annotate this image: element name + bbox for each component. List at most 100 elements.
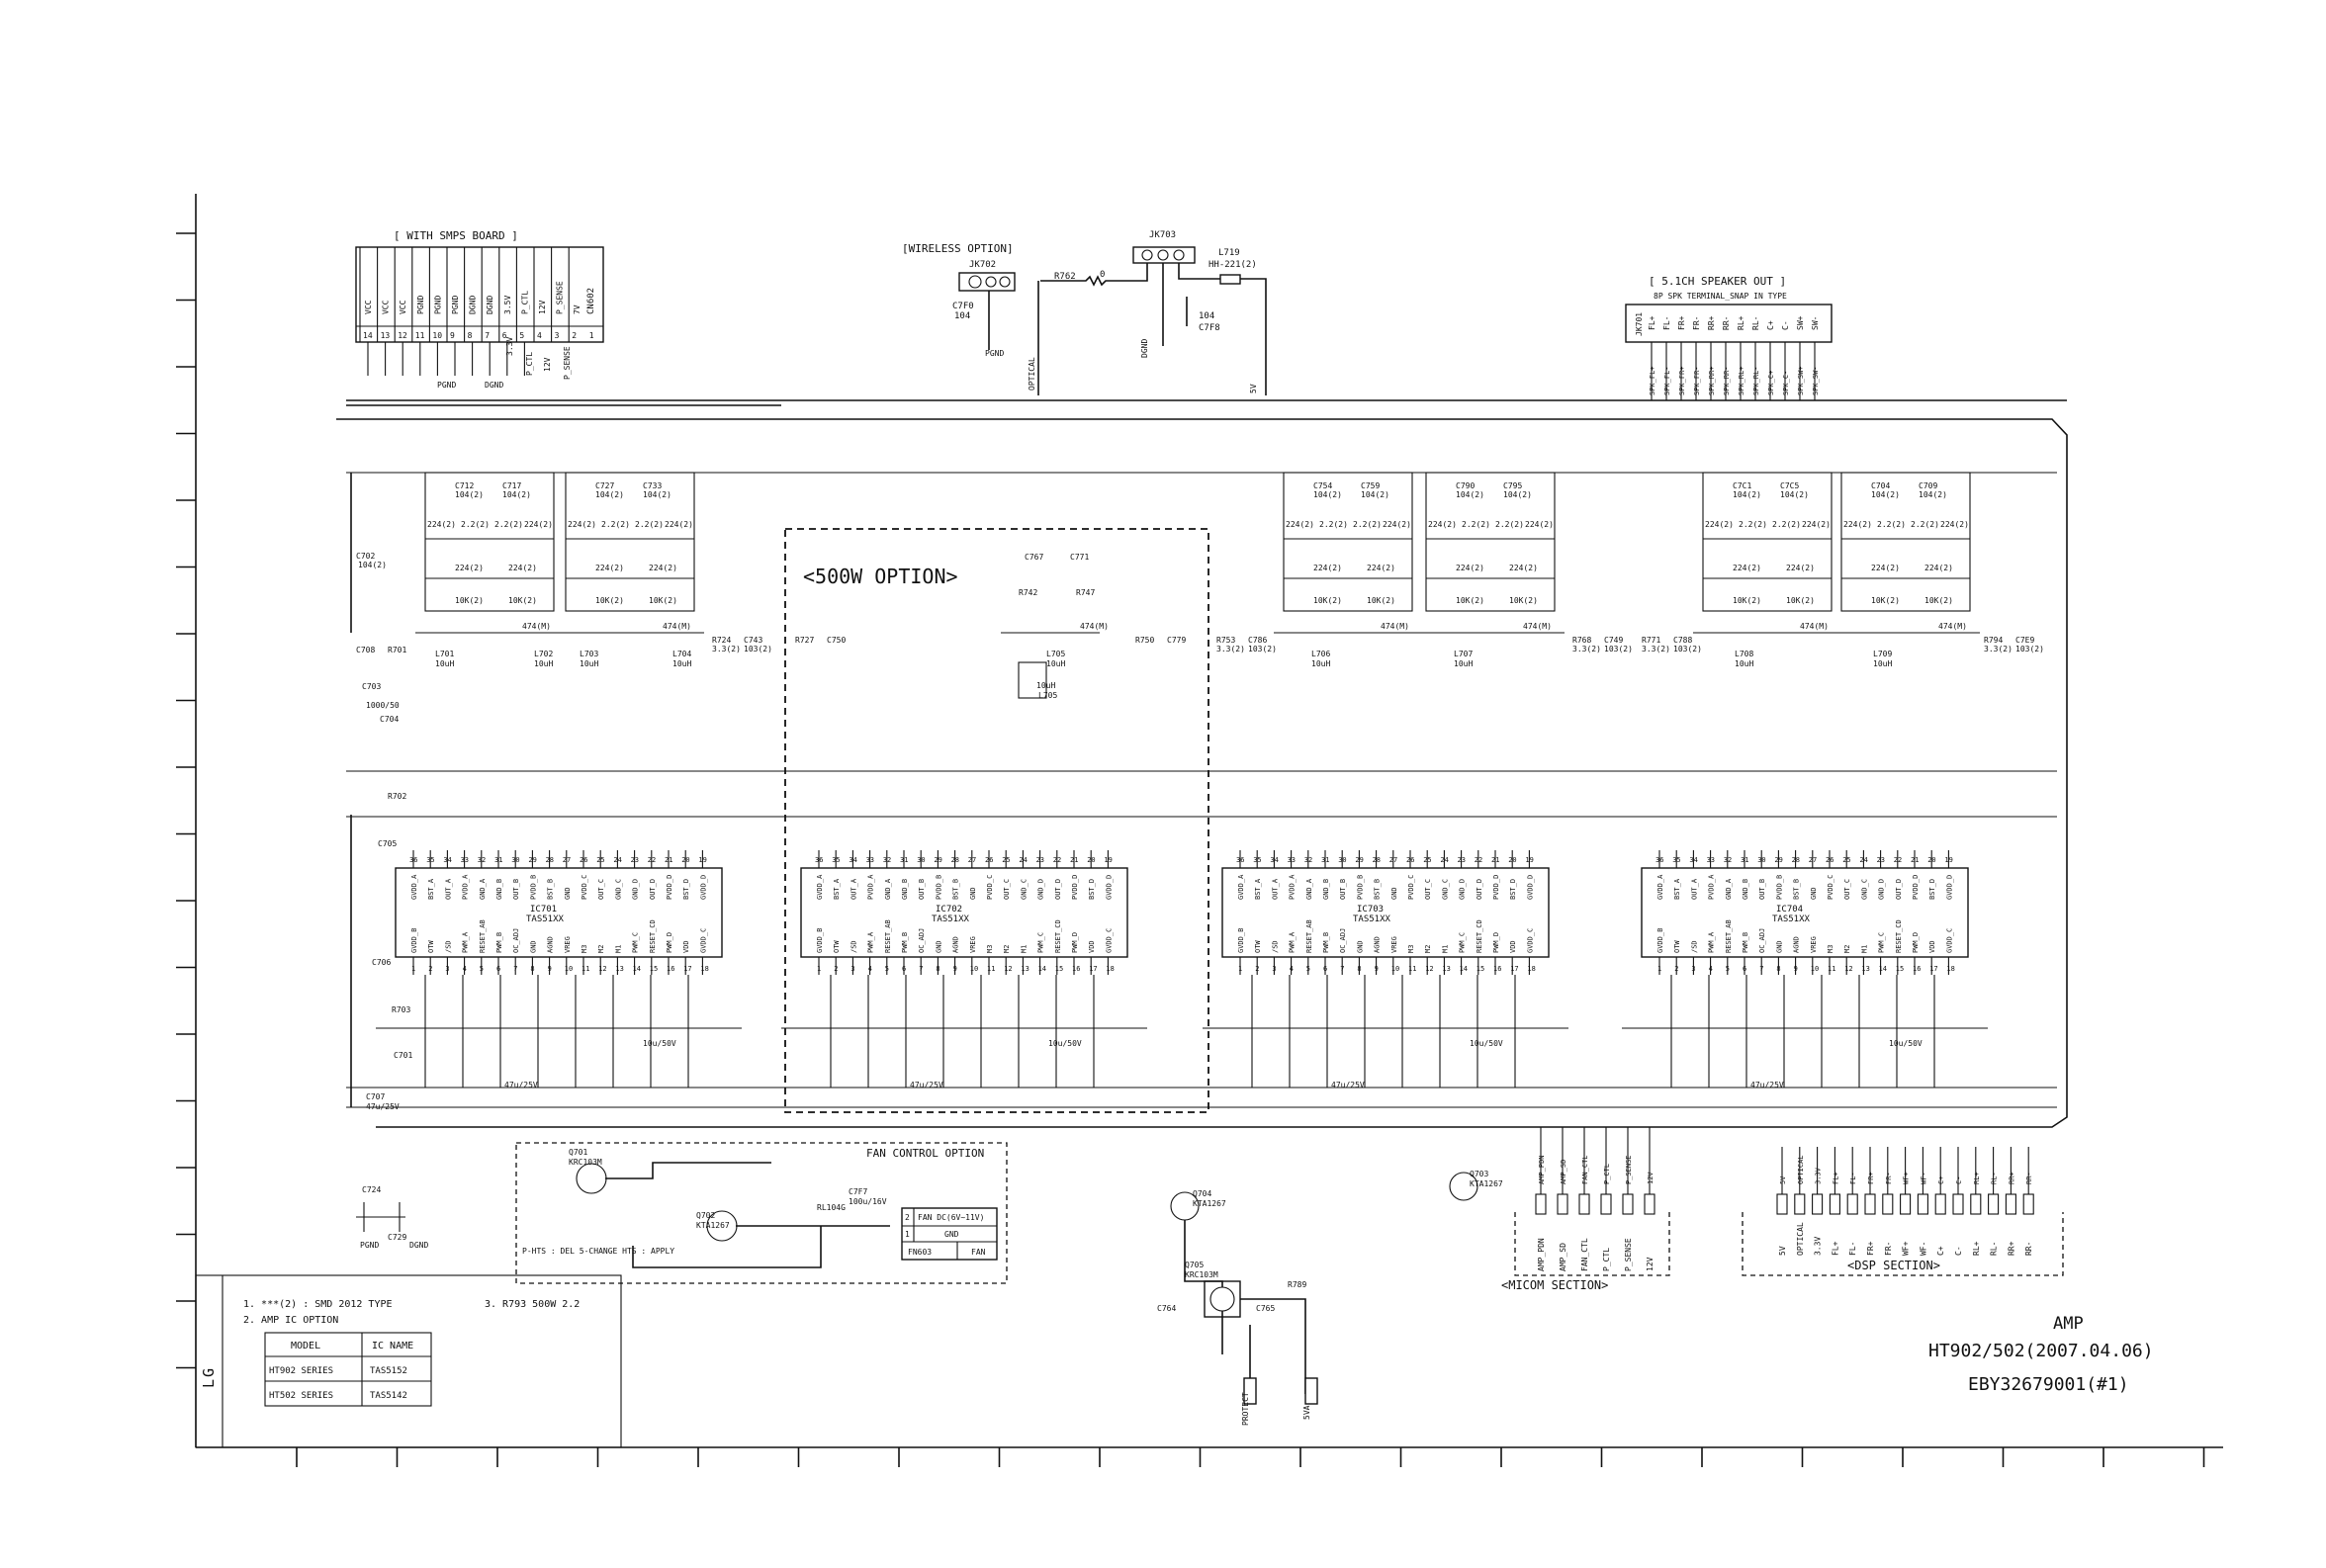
ic-pin-name: OUT_C: [1843, 879, 1851, 900]
ic-pin-number: 33: [866, 856, 874, 864]
smps-pin-number: 10: [432, 331, 442, 340]
cap-474: 474(M): [663, 622, 691, 631]
ic-pin-number: 7: [919, 965, 923, 973]
micom-pin-name: P_SENSE: [1624, 1238, 1633, 1271]
ic-part: TAS51XX: [1772, 915, 1811, 924]
ic-pin-name: AGND: [952, 936, 960, 953]
c7f7-val: 100u/16V: [849, 1197, 887, 1206]
inductor-label: L706: [1311, 650, 1330, 658]
micom-pad: [1578, 1193, 1590, 1215]
ic-pin-name: PVDD_D: [1071, 875, 1079, 900]
ic-pin-name: /SD: [444, 940, 452, 953]
ic-pin-name: GND_C: [614, 879, 622, 900]
speaker-terminal-label: 8P SPK TERMINAL_SNAP IN TYPE: [1654, 292, 1787, 301]
micom-pin-name: FAN_CTL: [1580, 1238, 1589, 1271]
dsp-net-name: C+: [1937, 1176, 1945, 1184]
ic-pin-number: 15: [1896, 965, 1904, 973]
inductor-label: L704: [672, 650, 691, 658]
ic-pin-name: GVDD_B: [410, 928, 418, 953]
res-value: 2.2(2): [1462, 520, 1490, 529]
notes-block: LG 1. ***(2) : SMD 2012 TYPE 2. AMP IC O…: [195, 1274, 622, 1448]
ic-pin-name: OUT_D: [1054, 879, 1062, 900]
speaker-pin-name: FR-: [1692, 316, 1701, 330]
c707-val: 47u/25V: [366, 1102, 400, 1111]
ic-pin-name: OUT_D: [1476, 879, 1483, 900]
cap-label: C786: [1248, 636, 1267, 645]
ic-pin-number: 25: [1423, 856, 1431, 864]
ic-pin-number: 3: [850, 965, 854, 973]
cap-value: 224(2): [524, 520, 553, 529]
filter-outline: [1840, 472, 1971, 612]
speaker-net-name: SPK_RR+: [1708, 366, 1716, 395]
ic-pin-number: 27: [563, 856, 571, 864]
ic-pin-number: 13: [615, 965, 623, 973]
ic-pin-name: PVDD_D: [666, 875, 673, 900]
ic-pin-name: VREG: [1810, 936, 1818, 953]
cap-label: C749: [1604, 636, 1623, 645]
cap-label: C7E9: [2015, 636, 2034, 645]
cap-value: 103(2): [1673, 645, 1702, 653]
cap-value: 224(2): [1705, 520, 1734, 529]
ic-body: [1641, 867, 1969, 958]
ic-pin-name: GVDD_A: [816, 874, 824, 900]
pgnd-label-w: PGND: [985, 349, 1004, 358]
ic-pin-name: PWM_C: [1878, 932, 1886, 953]
res-value: 2.2(2): [1739, 520, 1767, 529]
smps-pin-name: DGND: [469, 296, 478, 314]
res-value: 2.2(2): [1877, 520, 1906, 529]
ic-pin-number: 6: [496, 965, 500, 973]
ic-pin-number: 2: [1674, 965, 1678, 973]
amp-ic: IC704TAS51XXGVDD_A36BST_A35OUT_A34PVDD_A…: [1622, 816, 1988, 1089]
res-value: 10K(2): [649, 596, 677, 605]
ic-blocks: IC701TAS51XXGVDD_A36BST_A35OUT_A34PVDD_A…: [376, 816, 1988, 1089]
ic-pin-number: 29: [528, 856, 536, 864]
c706-label: C706: [372, 958, 391, 967]
dsp-pin-name: FR+: [1866, 1241, 1875, 1256]
ic-name: IC704: [1776, 905, 1803, 915]
dgnd-smps: DGND: [485, 381, 503, 390]
ic-pin-name: /SD: [1690, 940, 1698, 953]
ic-pin-name: OUT_B: [512, 879, 520, 900]
cap-value: 224(2): [1383, 520, 1411, 529]
ic-pin-number: 31: [900, 856, 908, 864]
ic-pin-name: OTW: [1254, 940, 1262, 953]
cap-value: 224(2): [1509, 564, 1538, 572]
fan-gnd-label: GND: [944, 1230, 959, 1239]
ic-pin-number: 30: [1338, 856, 1346, 864]
inductor-label: L709: [1873, 650, 1892, 658]
ic-pin-number: 32: [883, 856, 891, 864]
left-parts: C702 104(2) C708 R701 C703 1000/50 C704 …: [350, 473, 428, 1250]
ic-pin-name: BST_B: [952, 879, 960, 900]
ic-pin-number: 19: [1525, 856, 1533, 864]
r727-label: R727: [795, 636, 814, 645]
dsp-net-name: 5V: [1779, 1176, 1787, 1184]
speaker-net-name: SPK_FL-: [1663, 366, 1671, 395]
ic-pin-name: VREG: [1390, 936, 1398, 953]
ic-pin-name: PWM_A: [1708, 931, 1716, 953]
cap-value: 47u/25V: [1750, 1081, 1784, 1089]
smps-pin-name: P_SENSE: [556, 281, 565, 314]
ic-pin-name: OC_ADJ: [918, 928, 926, 953]
ic-pin-number: 36: [1655, 856, 1663, 864]
ic-pin-name: GND: [1390, 887, 1398, 900]
speaker-out: [ 5.1CH SPEAKER OUT ] 8P SPK TERMINAL_SN…: [1625, 275, 1833, 400]
smps-pin-number: 6: [502, 331, 507, 340]
ic-pin-name: GND_D: [632, 879, 640, 900]
ic-pin-number: 9: [548, 965, 552, 973]
ic-pin-name: RESET_CD: [1476, 919, 1483, 953]
ic-pin-number: 8: [936, 965, 939, 973]
l705-val: 10uH: [1036, 681, 1055, 690]
ic-pin-number: 2: [428, 965, 432, 973]
ic-pin-name: BST_A: [833, 878, 841, 900]
dsp-pad: [1917, 1193, 1928, 1215]
cap-label: C7C5: [1780, 481, 1799, 490]
ic-pin-number: 9: [953, 965, 957, 973]
speaker-pin-name: RL+: [1737, 315, 1745, 330]
ic-pin-name: OTW: [1673, 940, 1681, 953]
dsp-net-name: FR+: [1867, 1172, 1875, 1184]
cap-label: C733: [643, 481, 662, 490]
cap-value: 47u/25V: [1331, 1081, 1365, 1089]
ic-pin-number: 14: [1038, 965, 1046, 973]
ic-pin-number: 18: [1946, 965, 1954, 973]
